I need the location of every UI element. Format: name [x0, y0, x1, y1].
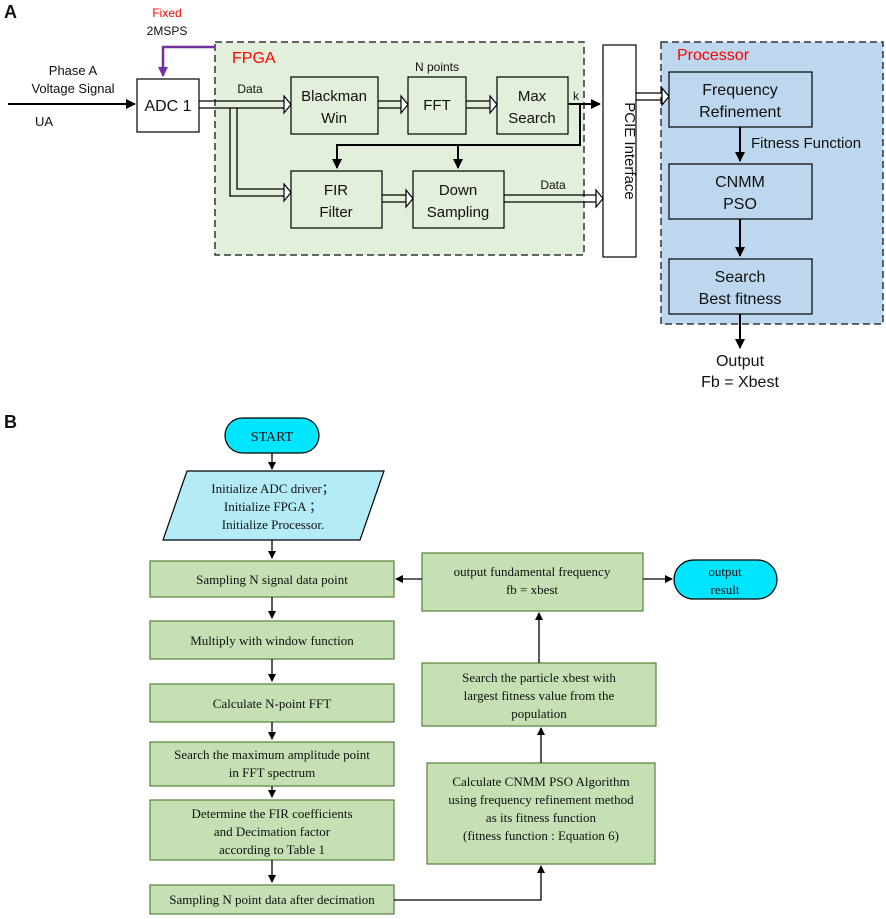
search-max-line1: Search the maximum amplitude point	[174, 747, 370, 762]
fpga-region	[214, 41, 585, 256]
clock-fixed-label: Fixed	[152, 6, 181, 20]
pcie-interface-box	[602, 44, 637, 258]
adc-box	[136, 78, 200, 133]
search-xbest-line3: population	[511, 706, 567, 721]
output-result-terminal	[673, 559, 778, 600]
search-xbest-line1: Search the particle xbest with	[462, 670, 616, 685]
init-line2: Initialize FPGA ；	[224, 499, 322, 515]
blackman-box	[290, 76, 379, 135]
calc-fft-box	[149, 683, 395, 723]
arrowhead-max	[489, 94, 498, 115]
panel-a: A FPGA Processor Phase A Voltage Signal …	[4, 2, 884, 391]
clock-arrow	[158, 45, 215, 77]
blackman-label-line2: Win	[321, 110, 347, 127]
cnmm-algorithm-line2: using frequency refinement method	[448, 792, 634, 807]
down-sampling-line1: Down	[439, 182, 477, 199]
initialize-io-box	[162, 470, 385, 541]
pcie-interface-label: PCIE Interface	[621, 102, 638, 200]
output-frequency-line2: fb = xbest	[506, 582, 558, 597]
search-best-fitness-line1: Search	[715, 269, 766, 286]
output-label-line1: Output	[716, 353, 765, 370]
search-best-fitness-line2: Best fitness	[699, 291, 782, 308]
cnmm-pso-line2: PSO	[723, 196, 757, 213]
arrowhead-processor	[661, 86, 670, 107]
search-xbest-line2: largest fitness value from the	[464, 688, 615, 703]
multiply-label: Multiply with window function	[190, 633, 354, 648]
arrowhead-fft	[400, 94, 409, 115]
arrowhead-pcie	[595, 188, 604, 209]
init-line3: Initialize Processor.	[222, 517, 325, 532]
output-label-line2: Fb = Xbest	[701, 374, 779, 391]
input-signal-line1: Phase A	[49, 63, 98, 78]
arrowhead-fir	[283, 182, 292, 203]
output-frequency-line1: output fundamental frequency	[454, 564, 611, 579]
down-sampling-box	[412, 170, 505, 229]
max-search-line2: Search	[508, 110, 556, 127]
panel-b-label: B	[4, 412, 17, 432]
cnmm-algorithm-line3: as its fitness function	[486, 810, 597, 825]
fft-box	[407, 76, 467, 135]
processor-title: Processor	[677, 47, 750, 64]
fir-label-line2: Filter	[319, 204, 352, 221]
fitness-function-label: Fitness Function	[751, 135, 861, 152]
max-search-line1: Max	[518, 88, 547, 105]
determine-fir-line1: Determine the FIR coefficients	[191, 806, 352, 821]
fft-label: FFT	[423, 97, 451, 114]
data-out-label: Data	[540, 178, 566, 192]
search-best-fitness-box	[668, 258, 813, 315]
search-max-line2: in FFT spectrum	[229, 765, 315, 780]
input-name: UA	[35, 114, 53, 129]
npoints-label: N points	[415, 60, 459, 74]
frequency-refinement-line2: Refinement	[699, 104, 781, 121]
panel-b: B START Initialize ADC driver； Initializ…	[4, 412, 778, 915]
output-result-line2: result	[711, 582, 740, 597]
fir-label-line1: FIR	[324, 182, 348, 199]
panel-a-label: A	[4, 2, 17, 22]
clock-rate-label: 2MSPS	[147, 24, 188, 38]
max-search-box	[496, 76, 569, 135]
arrowhead-down	[405, 188, 414, 209]
k-label: k	[573, 89, 580, 103]
adc-label: ADC 1	[144, 98, 191, 115]
blackman-label-line1: Blackman	[301, 88, 367, 105]
cnmm-algorithm-line4: (fitness function : Equation 6)	[463, 828, 619, 843]
search-xbest-box	[421, 662, 657, 727]
cnmm-algorithm-line1: Calculate CNMM PSO Algorithm	[452, 774, 629, 789]
cnmm-pso-box	[668, 163, 813, 220]
sampling-label: Sampling N signal data point	[196, 572, 348, 587]
multiply-box	[149, 620, 395, 660]
sampling-decimation-box	[149, 884, 395, 915]
search-max-box	[149, 741, 395, 787]
fpga-title: FPGA	[232, 50, 276, 67]
output-frequency-box	[421, 552, 644, 612]
sampling2-to-cnmm-arrow	[394, 865, 545, 901]
adc-data-paths	[199, 100, 286, 197]
determine-fir-box	[149, 799, 395, 861]
arrowhead-blackman	[283, 94, 292, 115]
start-label: START	[251, 430, 294, 445]
calc-fft-label: Calculate N-point FFT	[213, 696, 331, 711]
init-line1: Initialize ADC driver；	[211, 481, 334, 497]
sampling-decimation-label: Sampling N point data after decimation	[169, 892, 375, 907]
down-sampling-line2: Sampling	[427, 204, 490, 221]
cnmm-algorithm-box	[426, 762, 656, 865]
output-result-line1: output	[708, 564, 742, 579]
data-label: Data	[237, 82, 263, 96]
cnmm-pso-line1: CNMM	[715, 174, 765, 191]
input-signal-line2: Voltage Signal	[31, 81, 114, 96]
determine-fir-line2: and Decimation factor	[214, 824, 331, 839]
frequency-refinement-line1: Frequency	[702, 82, 778, 99]
determine-fir-line3: according to Table 1	[219, 842, 325, 857]
fir-box	[290, 170, 383, 229]
